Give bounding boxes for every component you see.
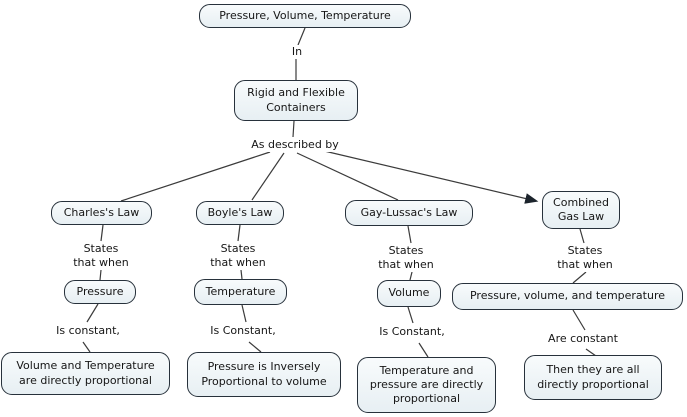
link-label-boyles-states-that-when[interactable]: States that when <box>203 242 273 270</box>
link-label-as-described-by[interactable]: As described by <box>240 138 350 152</box>
link-label-combined-states-that-when[interactable]: States that when <box>550 244 620 272</box>
connector-line <box>319 149 539 204</box>
connector-line <box>120 151 271 202</box>
link-label-combined-are-constant[interactable]: Are constant <box>541 332 625 346</box>
link-label-charles-is-constant[interactable]: Is constant, <box>44 324 132 338</box>
connector-line <box>407 225 412 244</box>
connector-line <box>572 309 586 331</box>
link-label-boyles-is-constant[interactable]: Is Constant, <box>199 324 287 338</box>
connector-line <box>297 27 306 46</box>
connector-line <box>579 228 585 244</box>
node-temperature[interactable]: Temperature <box>194 279 287 305</box>
node-pressure-inversely-proportional[interactable]: Pressure is Inversely Proportional to vo… <box>187 352 341 397</box>
node-pressure-volume-and-temperature[interactable]: Pressure, volume, and temperature <box>452 283 683 310</box>
connector-line <box>100 224 104 242</box>
connector-line <box>409 271 413 281</box>
node-temperature-pressure-proportional[interactable]: Temperature and pressure are directly pr… <box>357 357 496 413</box>
connector-line-group <box>82 27 597 358</box>
node-gay-lussacs-law[interactable]: Gay-Lussac's Law <box>345 200 473 226</box>
connector-line <box>86 303 99 323</box>
node-volume-temperature-proportional[interactable]: Volume and Temperature are directly prop… <box>1 352 170 395</box>
connector-line <box>585 348 597 357</box>
connector-line <box>237 224 241 242</box>
connector-line <box>241 304 247 323</box>
connector-line <box>240 269 243 280</box>
node-boyles-law[interactable]: Boyle's Law <box>196 201 284 225</box>
connector-line <box>418 342 429 358</box>
node-rigid-flexible-containers[interactable]: Rigid and Flexible Containers <box>234 80 358 121</box>
connector-line <box>99 269 102 281</box>
node-all-directly-proportional[interactable]: Then they are all directly proportional <box>524 355 662 400</box>
connector-line <box>296 152 399 201</box>
node-pressure[interactable]: Pressure <box>64 280 136 304</box>
link-label-charles-states-that-when[interactable]: States that when <box>66 242 136 270</box>
node-charles-law[interactable]: Charles's Law <box>51 201 152 225</box>
connector-line <box>82 341 91 353</box>
node-volume[interactable]: Volume <box>377 280 441 307</box>
connector-line <box>572 271 587 284</box>
connector-line <box>292 120 295 138</box>
link-label-gay-lussacs-is-constant[interactable]: Is Constant, <box>368 325 456 339</box>
node-pressure-volume-temperature[interactable]: Pressure, Volume, Temperature <box>199 4 411 28</box>
link-label-gay-lussacs-states-that-when[interactable]: States that when <box>371 244 441 272</box>
connector-line <box>407 306 414 324</box>
connector-line <box>248 341 262 353</box>
node-combined-gas-law[interactable]: Combined Gas Law <box>542 191 620 229</box>
connector-line <box>251 152 285 201</box>
link-label-in[interactable]: In <box>284 45 310 59</box>
